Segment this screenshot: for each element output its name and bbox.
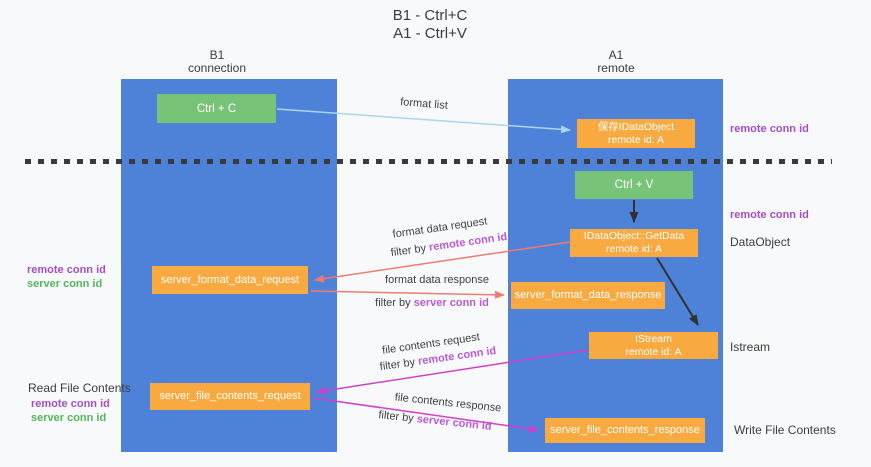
remote-conn-id-text: remote conn id	[428, 230, 508, 254]
istream-line1: IStream	[635, 332, 672, 345]
dashed-separator	[25, 159, 832, 164]
lane-b1-subtitle: connection	[187, 61, 247, 75]
filter-by-text: filter by	[390, 242, 427, 260]
diagram-title: B1 - Ctrl+C A1 - Ctrl+V	[280, 7, 580, 43]
annotation-write-file-contents: Write File Contents	[734, 423, 836, 437]
lane-header-a1: A1 remote	[516, 49, 716, 75]
node-server-file-contents-request: server_file_contents_request	[150, 383, 310, 410]
node-server-format-data-response: server_format_data_response	[511, 282, 665, 309]
save-idataobject-line1: 保存IDataObject	[597, 120, 675, 133]
filter-by-text: filter by	[375, 297, 411, 309]
save-idataobject-line2: remote id: A	[607, 133, 665, 146]
edge-label-format-list: format list	[399, 96, 449, 112]
server-format-data-response-label: server_format_data_response	[514, 289, 662, 301]
node-ctrl-c: Ctrl + C	[157, 94, 276, 123]
annotation-remote-conn-id-left-1: remote conn id	[27, 264, 106, 276]
annotation-server-conn-id-left-2: server conn id	[31, 412, 107, 424]
istream-line2: remote id: A	[625, 345, 682, 358]
edge-label-filter-server-2: filter by server conn id	[378, 409, 492, 433]
node-save-idataobject: 保存IDataObject remote id: A	[577, 119, 695, 148]
getdata-line1: IDataObject::GetData	[583, 230, 685, 242]
edge-label-filter-server-1: filter by server conn id	[375, 297, 489, 309]
edge-format-data-response	[310, 290, 505, 299]
lane-header-b1: B1 connection	[117, 49, 317, 75]
title-line-2: A1 - Ctrl+V	[393, 25, 467, 42]
getdata-line2: remote id: A	[605, 243, 663, 255]
node-ctrl-v: Ctrl + V	[575, 171, 693, 199]
annotation-remote-conn-id-1: remote conn id	[730, 123, 809, 135]
node-idataobject-getdata: IDataObject::GetData remote id: A	[570, 229, 698, 257]
title-line-1: B1 - Ctrl+C	[392, 7, 468, 24]
annotation-read-file-contents: Read File Contents	[28, 381, 131, 395]
node-istream: IStream remote id: A	[589, 332, 718, 359]
annotation-server-conn-id-left-1: server conn id	[27, 278, 103, 290]
lane-a1-title: A1	[608, 48, 624, 62]
ctrl-v-label: Ctrl + V	[614, 179, 654, 191]
annotation-remote-conn-id-left-2: remote conn id	[31, 398, 110, 410]
server-conn-id-text: server conn id	[416, 413, 493, 433]
server-format-data-request-label: server_format_data_request	[160, 273, 300, 286]
node-server-format-data-request: server_format_data_request	[152, 266, 308, 294]
annotation-dataobject: DataObject	[730, 235, 791, 249]
server-conn-id-text: server conn id	[413, 297, 489, 309]
annotation-istream: Istream	[730, 340, 771, 354]
filter-by-text: filter by	[379, 356, 416, 374]
edge-label-format-data-response: format data response	[385, 274, 489, 286]
annotation-remote-conn-id-2: remote conn id	[730, 209, 809, 221]
node-server-file-contents-response: server_file_contents_response	[545, 418, 705, 443]
lane-b1-title: B1	[209, 48, 225, 62]
edge-label-file-contents-response: file contents response	[394, 391, 502, 415]
server-file-contents-request-label: server_file_contents_request	[159, 390, 301, 402]
filter-by-text: filter by	[377, 409, 415, 425]
ctrl-c-label: Ctrl + C	[196, 102, 237, 115]
lane-a1-subtitle: remote	[597, 61, 635, 75]
server-file-contents-response-label: server_file_contents_response	[550, 424, 700, 436]
